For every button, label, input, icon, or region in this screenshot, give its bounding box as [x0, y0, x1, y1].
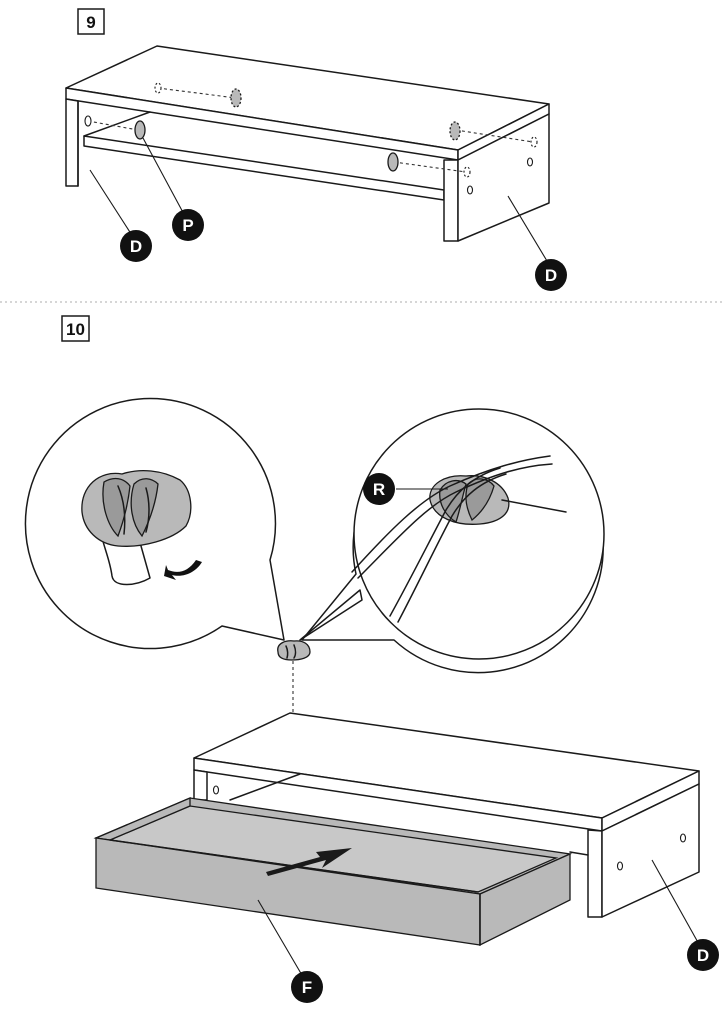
- right-side-panel: [457, 113, 550, 242]
- callout-label: D: [545, 266, 557, 285]
- riser-stand-step-10: [193, 712, 700, 918]
- cable-clip-small: [277, 640, 311, 661]
- cable: [351, 455, 551, 573]
- dowel: [134, 120, 146, 140]
- dowel: [387, 152, 399, 172]
- detail-circle-right: [299, 408, 605, 674]
- callout-label: D: [130, 237, 142, 256]
- dowel: [230, 88, 242, 108]
- drawer: [93, 797, 573, 947]
- callout-label: F: [302, 978, 312, 997]
- callout-r: R: [363, 473, 395, 505]
- left-leg-panel: [193, 769, 208, 801]
- step-10: 10 R: [24, 315, 719, 1003]
- callout-label: P: [182, 216, 193, 235]
- callout-d-right: D: [535, 259, 567, 291]
- callout-label: R: [373, 480, 385, 499]
- riser-stand-step-9: [65, 45, 550, 242]
- step-9: 9: [65, 8, 567, 291]
- right-leg-panel: [587, 829, 603, 918]
- insert-arrow-icon: [266, 848, 352, 876]
- right-side-panel: [601, 783, 700, 918]
- left-leg-panel: [65, 98, 79, 187]
- callout-label: D: [697, 946, 709, 965]
- callout-f: F: [291, 971, 323, 1003]
- detail-circle-left: [24, 397, 285, 650]
- callout-d-right-step-10: D: [687, 939, 719, 971]
- right-leg-panel: [443, 159, 459, 242]
- step-9-number: 9: [86, 13, 95, 32]
- dowel-hole: [154, 82, 162, 94]
- callout-d-left: D: [120, 230, 152, 262]
- step-9-number-box: [77, 8, 105, 35]
- callout-p: P: [172, 209, 204, 241]
- step-10-number-box: [61, 315, 90, 342]
- peel-arrow-icon: [164, 560, 202, 580]
- dowel: [449, 121, 461, 141]
- step-10-number: 10: [66, 320, 85, 339]
